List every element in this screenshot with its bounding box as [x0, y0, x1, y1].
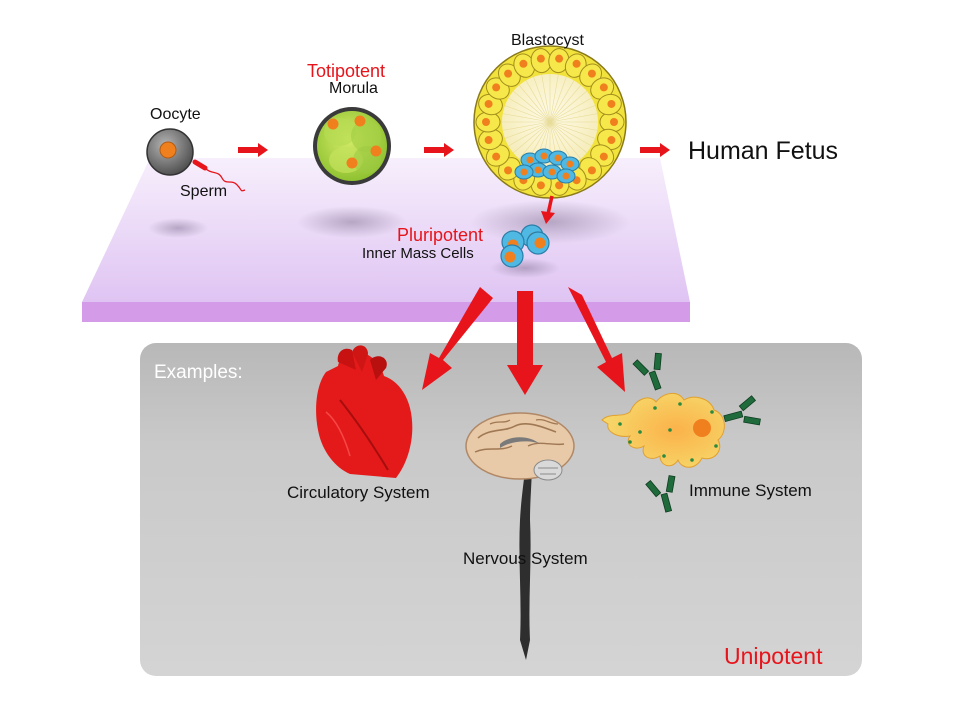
blastocyst-nucleus	[607, 136, 616, 145]
examples-label: Examples:	[154, 362, 243, 383]
inner-mass-cells	[500, 224, 550, 268]
blastocyst-nucleus	[504, 69, 513, 78]
inner-mass-nucleus	[520, 168, 528, 176]
inner-mass-cells-label: Inner Mass Cells	[362, 245, 474, 262]
blastocyst-nucleus	[519, 59, 528, 68]
examples-panel	[140, 343, 862, 676]
blastocyst	[473, 45, 627, 199]
immune-cell-icon	[601, 393, 725, 468]
pluripotent-label: Pluripotent	[397, 225, 484, 245]
immune-system-label: Immune System	[689, 481, 812, 500]
totipotent-label: Totipotent	[307, 61, 386, 81]
blastocyst-nucleus	[484, 136, 493, 145]
morula-label: Morula	[329, 80, 378, 97]
sperm-label: Sperm	[180, 183, 228, 200]
blastocyst-nucleus	[536, 54, 545, 63]
inner-mass-nucleus	[540, 152, 548, 160]
circulatory-system-label: Circulatory System	[287, 483, 430, 502]
blastocyst-nucleus	[482, 118, 490, 126]
platform	[82, 158, 690, 322]
inner-mass-nucleus	[548, 168, 556, 176]
blastocyst-nucleus	[587, 166, 596, 175]
inner-mass-nucleus	[534, 166, 542, 174]
blastocyst-nucleus	[607, 99, 616, 108]
oocyte-cell	[146, 128, 194, 176]
blastocyst-nucleus	[599, 152, 608, 161]
inner-mass-nucleus	[526, 156, 534, 164]
oocyte-label: Oocyte	[150, 106, 201, 123]
blastocyst-nucleus	[484, 99, 493, 108]
blastocyst-nucleus	[492, 83, 501, 92]
blastocyst-nucleus	[572, 59, 581, 68]
blastocyst-nucleus	[536, 181, 545, 190]
blastocyst-nucleus	[504, 166, 513, 175]
blastocyst-nucleus	[610, 118, 618, 126]
inner-mass-nucleus	[566, 160, 574, 168]
sperm-cell	[192, 159, 246, 192]
blastocyst-nucleus	[587, 69, 596, 78]
morula-cell	[313, 107, 391, 185]
blastocyst-nucleus	[492, 152, 501, 161]
heart-icon	[316, 345, 413, 478]
inner-mass-nucleus	[562, 172, 570, 180]
big-arrows	[422, 287, 625, 395]
antibody-icons	[632, 352, 761, 513]
blastocyst-nucleus	[599, 83, 608, 92]
brain-icon	[465, 412, 575, 660]
nervous-system-label: Nervous System	[463, 549, 588, 568]
blastocyst-nucleus	[555, 181, 564, 190]
small-arrows	[238, 143, 670, 224]
unipotent-label: Unipotent	[724, 643, 823, 669]
blastocyst-nucleus	[555, 54, 564, 63]
blastocyst-label: Blastocyst	[511, 32, 584, 49]
inner-mass-nucleus	[554, 154, 562, 162]
human-fetus-label: Human Fetus	[688, 137, 839, 165]
